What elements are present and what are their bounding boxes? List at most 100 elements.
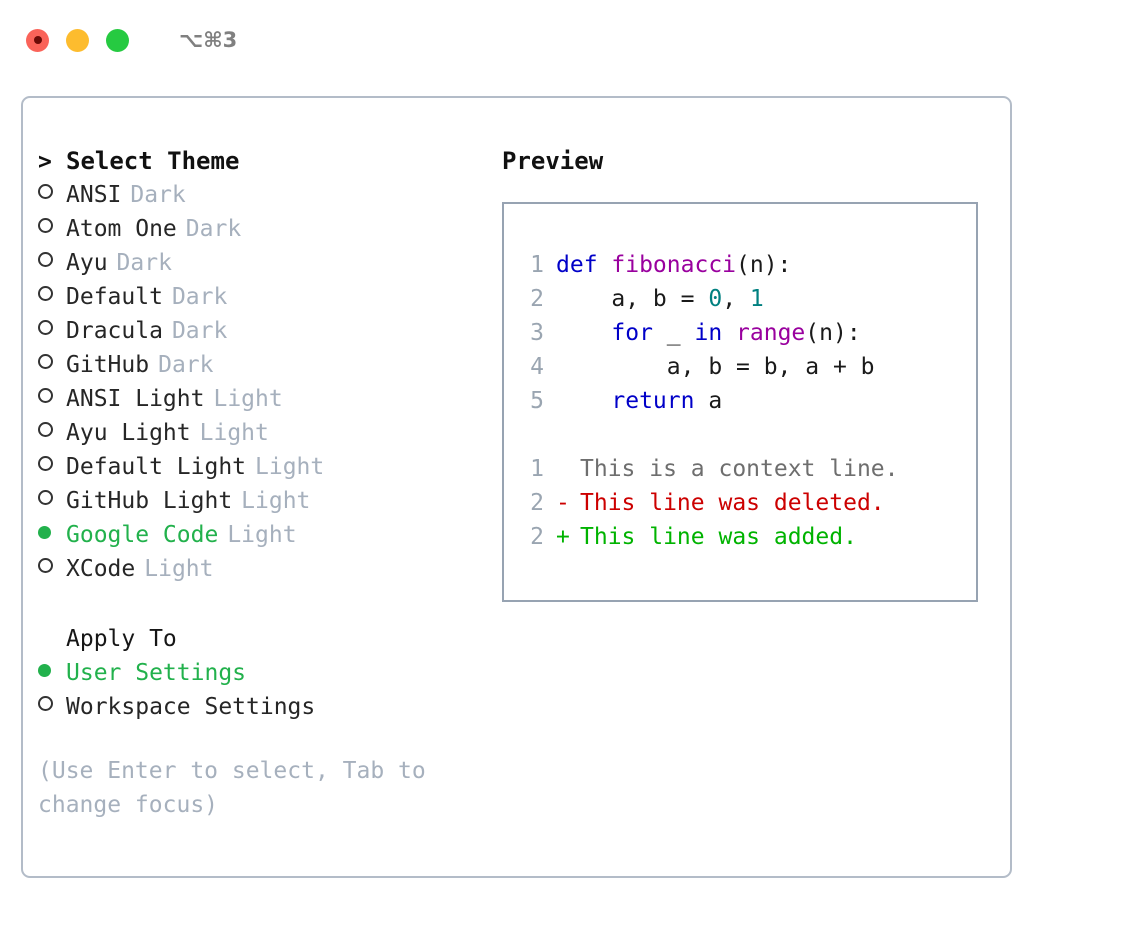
radio-unselected-icon	[38, 388, 53, 403]
theme-option-name: Ayu Light	[66, 420, 191, 446]
theme-option-name: GitHub	[66, 352, 150, 378]
code-line-content: return a	[556, 384, 722, 418]
code-token-kw: for	[611, 320, 653, 346]
maximize-window-icon[interactable]	[106, 28, 129, 52]
code-token-kw: def	[556, 252, 612, 278]
theme-list-header: Select Theme	[66, 147, 240, 175]
diff-sample: 1 This is a context line.2-This line was…	[514, 452, 970, 554]
close-window-icon[interactable]	[26, 28, 49, 52]
code-token-kw: return	[611, 388, 695, 414]
theme-option-name: Dracula	[66, 318, 163, 344]
code-token-num: 1	[749, 286, 764, 312]
radio-marker	[38, 656, 66, 690]
radio-unselected-icon	[38, 422, 53, 437]
theme-option-row[interactable]: Google Code Light	[38, 518, 488, 552]
diff-line-number: 2	[530, 490, 544, 516]
theme-option-row[interactable]: Default Dark	[38, 280, 488, 314]
code-token-num: 0	[708, 286, 723, 312]
code-line: 3 for _ in range(n):	[514, 316, 970, 350]
radio-unselected-icon	[38, 286, 53, 301]
theme-option-name: GitHub Light	[66, 488, 233, 514]
diff-line-number: 1	[530, 456, 544, 482]
code-diff-spacer	[514, 418, 970, 452]
minimize-window-icon[interactable]	[66, 28, 89, 52]
apply-to-option-label: Workspace Settings	[66, 694, 316, 720]
code-line-number: 4	[530, 354, 544, 380]
theme-option-row[interactable]: Ayu Light Light	[38, 416, 488, 450]
theme-option-variant: Dark	[171, 284, 228, 310]
theme-option-variant: Light	[199, 420, 269, 446]
diff-line-content: This line was deleted.	[580, 490, 885, 516]
theme-option-row[interactable]: ANSI Light Light	[38, 382, 488, 416]
code-token-plain	[556, 320, 611, 346]
diff-line: 1 This is a context line.	[514, 452, 970, 486]
radio-unselected-icon	[38, 320, 53, 335]
apply-to-option-row[interactable]: Workspace Settings	[38, 690, 488, 724]
theme-option-name: Google Code	[66, 522, 219, 548]
theme-option-variant: Dark	[185, 216, 242, 242]
code-line-number: 1	[530, 252, 544, 278]
code-token-plain: a, b = b, a + b	[556, 354, 875, 380]
radio-marker	[38, 246, 66, 280]
radio-marker	[38, 314, 66, 348]
diff-line: 2-This line was deleted.	[514, 486, 970, 520]
code-line: 2 a, b = 0, 1	[514, 282, 970, 316]
theme-option-row[interactable]: Ayu Dark	[38, 246, 488, 280]
diff-line-content: This is a context line.	[580, 456, 899, 482]
theme-option-variant: Light	[144, 556, 214, 582]
radio-unselected-icon	[38, 558, 53, 573]
preview-header: Preview	[502, 147, 604, 175]
theme-option-row[interactable]: GitHub Light Light	[38, 484, 488, 518]
code-line-number: 3	[530, 320, 544, 346]
code-line-content: a, b = 0, 1	[556, 282, 764, 316]
radio-marker	[38, 280, 66, 314]
keyboard-hint-text: (Use Enter to select, Tab to change focu…	[38, 758, 426, 818]
code-token-plain: a	[694, 388, 723, 414]
theme-option-variant: Light	[213, 386, 283, 412]
theme-option-variant: Light	[227, 522, 297, 548]
code-line-number: 2	[530, 286, 544, 312]
theme-option-name: Ayu	[66, 250, 108, 276]
apply-to-header: Apply To	[66, 626, 177, 652]
radio-unselected-icon	[38, 252, 53, 267]
code-token-fn: fibonacci	[611, 252, 737, 278]
diff-line: 2+This line was added.	[514, 520, 970, 554]
code-line: 4 a, b = b, a + b	[514, 350, 970, 384]
code-token-plain: (n):	[736, 252, 792, 278]
theme-option-name: ANSI Light	[66, 386, 205, 412]
code-token-plain: _	[652, 320, 695, 346]
code-line-number: 5	[530, 388, 544, 414]
radio-marker	[38, 178, 66, 212]
diff-line-content: This line was added.	[580, 524, 857, 550]
diff-sign: -	[556, 490, 570, 516]
code-token-plain: (n):	[805, 320, 861, 346]
radio-marker	[38, 416, 66, 450]
theme-option-name: Default	[66, 284, 163, 310]
theme-option-variant: Dark	[116, 250, 172, 276]
radio-unselected-icon	[38, 490, 53, 505]
theme-option-variant: Light	[241, 488, 311, 514]
code-line-content: a, b = b, a + b	[556, 350, 875, 384]
radio-unselected-icon	[38, 456, 53, 471]
window-titlebar: ⌥⌘3	[0, 0, 1140, 80]
radio-unselected-icon	[38, 218, 53, 233]
theme-option-variant: Dark	[130, 182, 186, 208]
apply-to-option-row[interactable]: User Settings	[38, 656, 488, 690]
apply-to-option-label: User Settings	[66, 660, 247, 686]
code-line: 5 return a	[514, 384, 970, 418]
radio-marker	[38, 348, 66, 382]
radio-unselected-icon	[38, 696, 53, 711]
radio-selected-icon	[38, 526, 51, 539]
